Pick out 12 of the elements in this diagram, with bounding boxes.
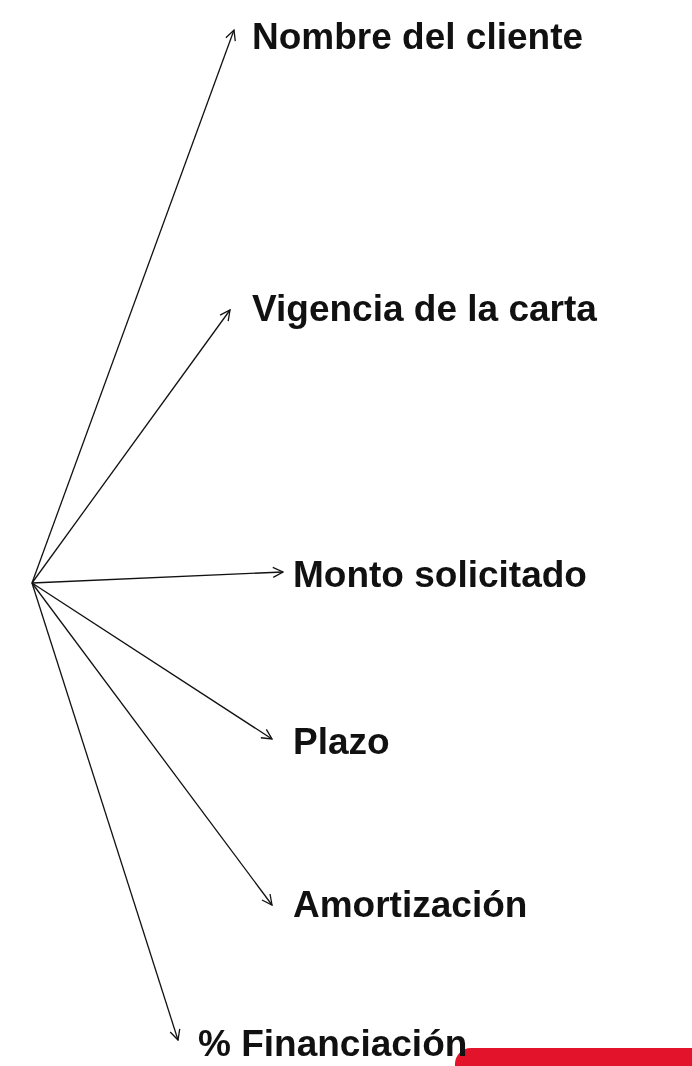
arrow [31,582,181,1041]
item-label: Monto solicitado [293,553,588,597]
item-label: Nombre del cliente [252,15,585,59]
item-label: Amortización [293,883,529,927]
item-label: Plazo [293,720,391,764]
arrow [31,582,273,740]
arrow [31,309,231,584]
item-label: % Financiación [198,1022,469,1066]
arrow [31,582,273,906]
arrow [31,566,284,584]
item-label: Vigencia de la carta [252,287,598,331]
arrow [31,29,236,584]
